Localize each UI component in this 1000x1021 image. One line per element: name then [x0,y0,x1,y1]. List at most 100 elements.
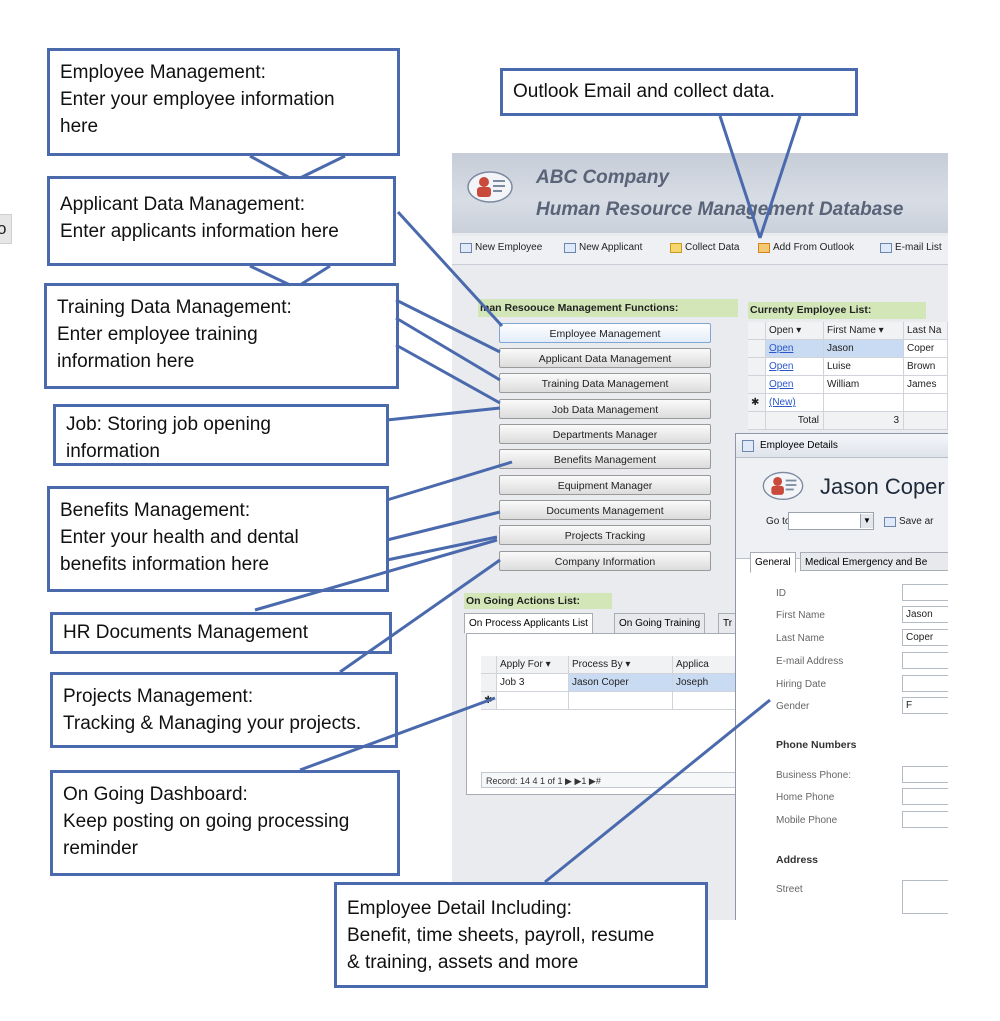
hiring-date-field[interactable] [902,675,948,692]
equipment-manager-button[interactable]: Equipment Manager [499,475,711,495]
employee-details-window: Employee Details Jason Coper Go to ▼ Sav… [735,433,948,920]
table-row[interactable]: Open Luise Brown [748,358,948,376]
last-name-cell[interactable]: James [904,376,948,393]
email-list-button[interactable]: E-mail List [880,242,942,253]
company-name: ABC Company [536,167,670,188]
chevron-down-icon[interactable]: ▼ [860,514,873,528]
job-data-management-button[interactable]: Job Data Management [499,399,711,419]
employee-details-titlebar[interactable]: Employee Details [736,434,948,458]
first-name-cell[interactable]: Luise [824,358,904,375]
projects-tracking-button[interactable]: Projects Tracking [499,525,711,545]
callout-line: Training Data Management: [57,297,292,318]
table-row[interactable]: ✱ (New) [748,394,948,412]
callout-line: benefits information here [60,554,270,575]
apply-for-cell[interactable]: Job 3 [497,674,569,691]
last-name-cell[interactable]: Coper [904,340,948,357]
callout-line: Employee Management: [60,62,266,83]
field-label: Last Name [776,633,825,644]
applicant-data-management-button[interactable]: Applicant Data Management [499,348,711,368]
callout-line: Job: Storing job opening [66,414,271,435]
address-heading: Address [776,854,819,866]
table-row[interactable]: Open Jason Coper [748,340,948,358]
window-title: Employee Details [760,440,838,451]
new-employee-button[interactable]: New Employee [460,242,542,253]
row-selector[interactable] [481,674,497,691]
open-link[interactable]: Open [766,358,824,375]
new-applicant-button[interactable]: New Applicant [564,242,642,253]
first-name-cell[interactable] [824,394,904,411]
row-selector[interactable] [748,340,766,357]
callout-line: Projects Management: [63,686,254,707]
row-selector [748,412,766,429]
ongoing-panel: Apply For ▾ Process By ▾ Applica Job 3 J… [466,633,738,795]
benefits-management-button[interactable]: Benefits Management [499,449,711,469]
street-field[interactable] [902,880,948,914]
callout-line: Benefits Management: [60,500,251,521]
callout-employee-detail: Employee Detail Including: Benefit, time… [334,882,708,988]
ongoing-actions-header: On Going Actions List: [464,593,612,609]
column-header[interactable]: Process By ▾ [569,656,673,673]
goto-select[interactable] [788,512,874,530]
employee-management-button[interactable]: Employee Management [499,323,711,343]
column-header[interactable]: Open ▾ [766,322,824,339]
training-data-management-button[interactable]: Training Data Management [499,373,711,393]
last-name-cell[interactable]: Brown [904,358,948,375]
form-icon [742,440,754,452]
first-name-cell[interactable]: William [824,376,904,393]
last-name-cell[interactable] [904,394,948,411]
new-row-marker[interactable]: ✱ [748,394,766,411]
last-name-field[interactable]: Coper [902,629,948,646]
mobile-phone-field[interactable] [902,811,948,828]
table-row[interactable]: Job 3 Jason Coper Joseph [481,674,737,692]
table-row[interactable]: Open William James [748,376,948,394]
pointer-line [395,298,501,354]
home-phone-field[interactable] [902,788,948,805]
field-label: Street [776,884,803,895]
apply-for-cell[interactable] [497,692,569,709]
row-selector[interactable] [748,358,766,375]
new-record-icon [460,242,472,253]
field-label: Mobile Phone [776,815,838,826]
callout-line: Benefit, time sheets, payroll, resume [347,925,655,946]
departments-manager-button[interactable]: Departments Manager [499,424,711,444]
process-by-cell[interactable]: Jason Coper [569,674,673,691]
column-header[interactable]: Apply For ▾ [497,656,569,673]
new-record-link[interactable]: (New) [766,394,824,411]
pointer-line [299,264,331,287]
field-label: E-mail Address [776,656,844,667]
company-information-button[interactable]: Company Information [499,551,711,571]
tab-medical-emergency[interactable]: Medical Emergency and Be [800,552,948,571]
first-name-cell[interactable]: Jason [824,340,904,357]
callout-projects: Projects Management: Tracking & Managing… [50,672,398,748]
field-label: Hiring Date [776,679,827,690]
column-header[interactable]: First Name ▾ [824,322,904,339]
tab-general[interactable]: General [750,552,796,573]
gender-field[interactable]: F [902,697,948,714]
email-field[interactable] [902,652,948,669]
row-selector[interactable] [748,376,766,393]
app-header: ABC Company Human Resource Management Da… [452,153,948,233]
email-icon [880,242,892,253]
database-title: Human Resource Management Database [536,199,904,220]
first-name-field[interactable]: Jason [902,606,948,623]
employee-name: Jason Coper [820,474,945,499]
toolbar-label: New Applicant [579,242,643,253]
add-from-outlook-button[interactable]: Add From Outlook [758,242,854,253]
column-header[interactable]: Last Na [904,322,948,339]
open-link[interactable]: Open [766,340,824,357]
business-phone-field[interactable] [902,766,948,783]
callout-dashboard: On Going Dashboard: Keep posting on goin… [50,770,400,876]
callout-line: On Going Dashboard: [63,784,248,805]
pointer-line [339,558,501,674]
open-link[interactable]: Open [766,376,824,393]
process-by-cell[interactable] [569,692,673,709]
save-button[interactable]: Save ar [884,516,933,527]
documents-management-button[interactable]: Documents Management [499,500,711,520]
row-selector [748,322,766,339]
toolbar: New Employee New Applicant Collect Data … [452,236,948,265]
id-field[interactable] [902,584,948,601]
callout-benefits: Benefits Management: Enter your health a… [47,486,389,592]
collect-data-button[interactable]: Collect Data [670,242,739,253]
pointer-line [386,535,498,562]
record-navigator[interactable]: Record: 14 4 1 of 1 ▶ ▶1 ▶# [481,772,737,788]
